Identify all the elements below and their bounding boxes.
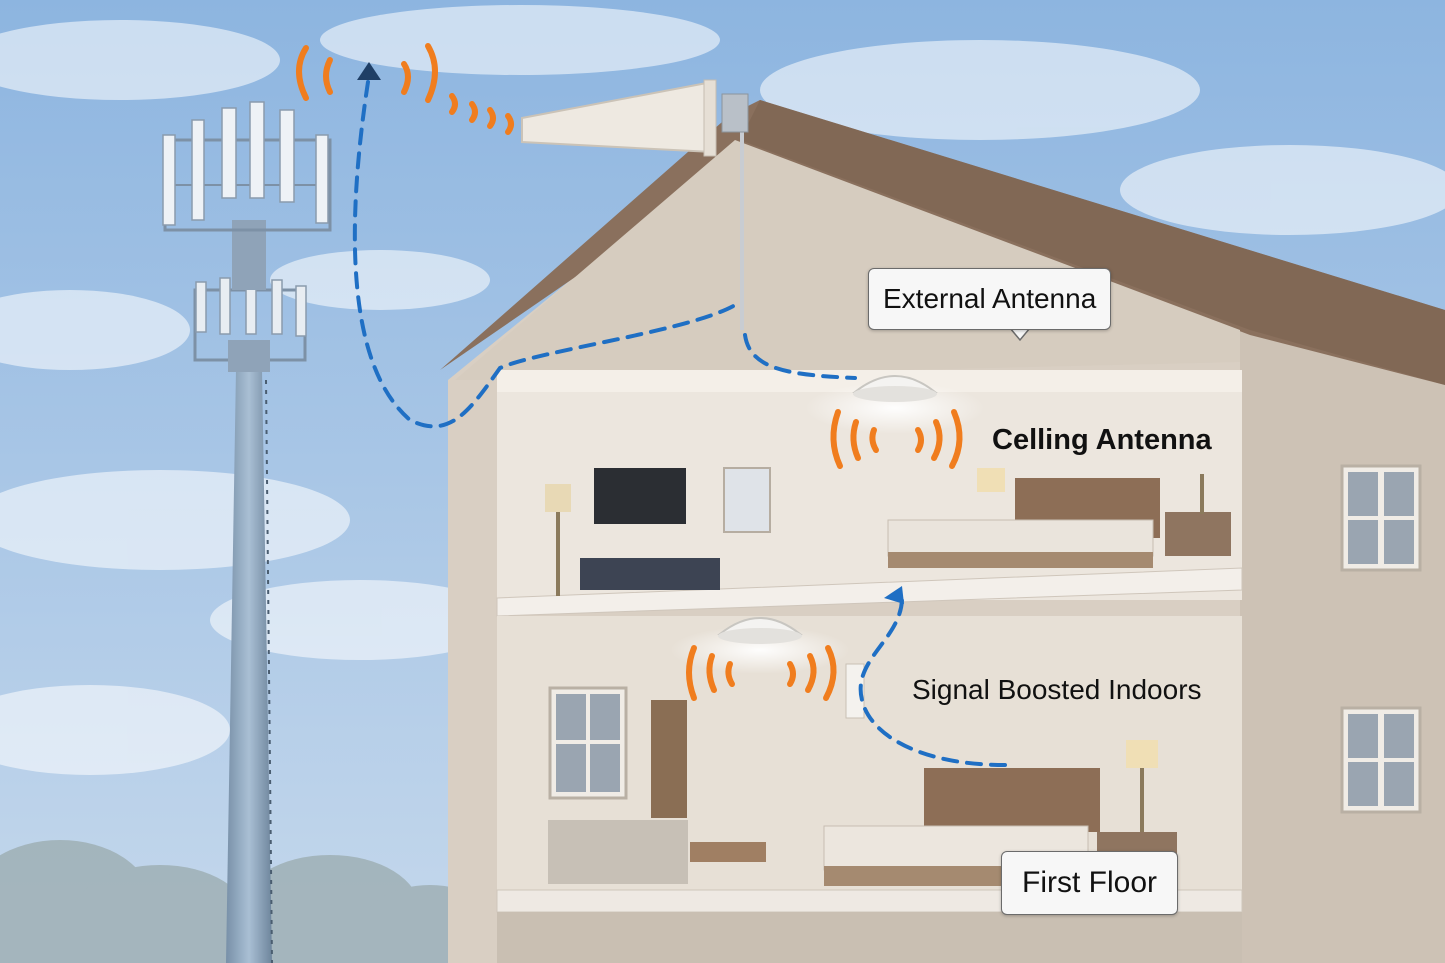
signal-path — [352, 80, 1007, 767]
external-antenna-label: External Antenna — [868, 268, 1112, 330]
signal-waves-tower — [296, 43, 514, 135]
signal-arrow-up — [357, 62, 381, 80]
signal-arrow-floor — [884, 586, 904, 604]
upper-floor-furniture — [545, 467, 1231, 596]
external-antenna-device — [521, 79, 749, 157]
ceiling-antenna-label: Celling Antenna — [992, 424, 1212, 456]
ceiling-antenna-upper — [805, 375, 985, 434]
cell-tower — [162, 101, 332, 963]
signal-boosted-label: Signal Boosted Indoors — [912, 674, 1202, 705]
lower-floor-furniture — [548, 663, 1177, 886]
ceiling-antenna-lower — [670, 617, 850, 674]
house — [440, 100, 1445, 963]
signal-waves-upper — [830, 409, 963, 469]
signal-waves-lower — [686, 645, 837, 701]
first-floor-label: First Floor — [1001, 851, 1178, 915]
